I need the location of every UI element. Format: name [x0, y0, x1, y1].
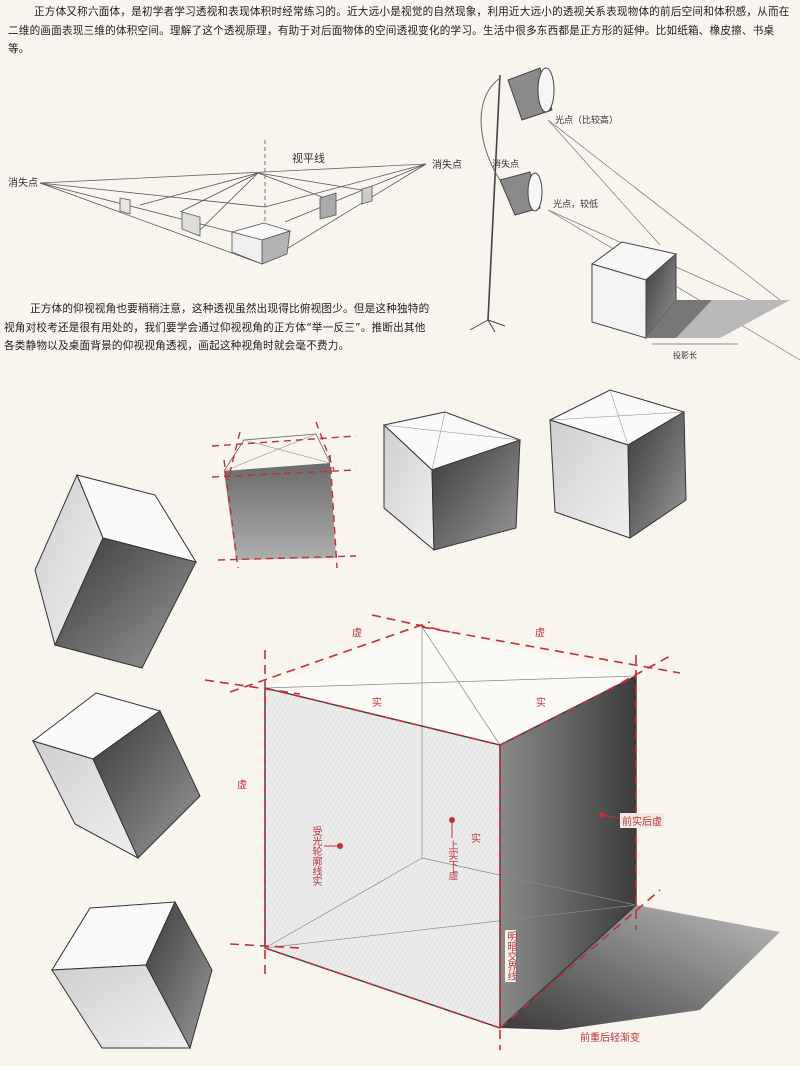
label-top-right-edge: 虚 — [535, 627, 545, 639]
label-terminator: 明暗交界线 — [505, 930, 516, 982]
vanishing-point-right-label: 消失点 — [432, 158, 462, 171]
upward-view-text: 正方体的仰视视角也要稍稍注意，这种透视虽然出现得比俯视图少。但是这种独特的视角对… — [4, 303, 430, 352]
label-center-vertical: 上实下虚 — [446, 840, 457, 880]
lamp-labels: 消失点 光点（比较高） 光点，较低 投影长 — [492, 114, 697, 360]
lamp-vanishing-label: 消失点 — [492, 158, 519, 170]
shadow-length-label: 投影长 — [673, 350, 697, 360]
intro-paragraph: 正方体又称六面体，是初学者学习透视和表现体积时经常练习的。近大远小是视觉的自然现… — [8, 3, 794, 59]
cube-sketch-tilted-3 — [51, 900, 213, 1050]
perspective-diagram — [39, 140, 427, 265]
label-lit-contour: 受光轮廓线实 — [310, 826, 321, 886]
cube-sketch-tilted-1 — [34, 473, 198, 669]
horizon-line-label: 视平线 — [292, 151, 325, 165]
vanishing-point-left-label: 消失点 — [8, 176, 38, 189]
label-top-left-edge: 虚 — [352, 627, 362, 639]
label-right-face: 前实后虚 — [620, 813, 664, 828]
perspective-labels: 消失点 视平线 消失点 — [8, 151, 462, 189]
label-front-right-edge: 实 — [536, 696, 546, 709]
label-front-left-edge: 实 — [372, 696, 382, 709]
main-cube-sketch — [204, 614, 780, 1050]
label-shadow: 前重后轻渐变 — [580, 1033, 640, 1044]
lamp-diagram — [469, 67, 800, 361]
label-left-side: 虚 — [237, 779, 247, 791]
cube-sketch-upward-right-dark — [548, 389, 687, 539]
light-point-high-label: 光点（比较高） — [555, 114, 618, 126]
label-center-edge: 实 — [471, 832, 481, 845]
upward-view-paragraph: 正方体的仰视视角也要稍稍注意，这种透视虽然出现得比俯视图少。但是这种独特的视角对… — [4, 300, 434, 356]
intro-text: 正方体又称六面体，是初学者学习透视和表现体积时经常练习的。近大远小是视觉的自然现… — [8, 6, 790, 55]
cube-sketch-upward-left-dark — [382, 411, 522, 552]
light-point-low-label: 光点，较低 — [553, 198, 598, 210]
cube-sketch-tilted-2 — [31, 692, 201, 860]
cube-sketch-construction — [211, 421, 357, 569]
